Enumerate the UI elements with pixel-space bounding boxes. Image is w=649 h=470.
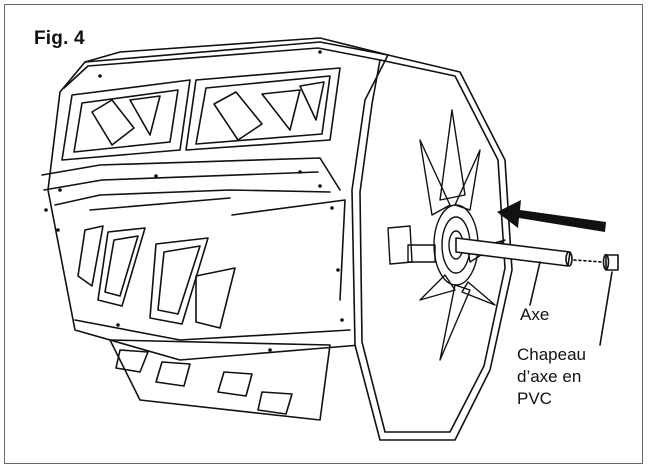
- axle-leader: [529, 261, 541, 306]
- panel-opening-3: [149, 237, 209, 325]
- side-rail: [41, 157, 341, 191]
- panel-opening-1: [77, 225, 104, 287]
- insert-arrow: [497, 200, 606, 232]
- drum-top-rim: [84, 37, 389, 63]
- end-cap: [351, 54, 513, 441]
- panel-opening-2: [97, 227, 146, 307]
- vent-window-left: [61, 79, 191, 161]
- bottom-vents: [109, 339, 331, 421]
- axle-label: Axe: [520, 305, 550, 324]
- pvc-cap-label-line1: Chapeau: [517, 345, 587, 364]
- figure-title: Fig. 4: [34, 28, 85, 49]
- pvc-cap-label-line2: d’axe en: [517, 367, 582, 386]
- pvc-cap-label-line3: PVC: [517, 389, 552, 408]
- star-handle: [387, 109, 506, 361]
- vent-window-right: [185, 67, 341, 151]
- pvc-cap-label: Chapeau d’axe en PVC: [517, 344, 637, 410]
- cap-leader: [599, 271, 613, 346]
- panel-opening-4: [195, 267, 236, 329]
